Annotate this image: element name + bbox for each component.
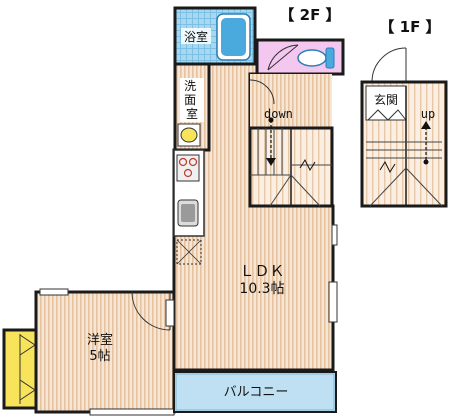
toilet-bowl <box>297 49 327 67</box>
stair-down-label: down <box>264 107 293 121</box>
floor-label-2f: 【 2F 】 <box>279 6 340 24</box>
toilet-room <box>255 38 345 76</box>
stove-icon <box>176 154 200 182</box>
stair-up-label: up <box>421 107 435 121</box>
bathtub-water <box>221 18 246 56</box>
washroom-char-3: 室 <box>186 106 198 121</box>
washroom: 洗 面 室 <box>173 62 240 152</box>
balcony-label: バルコニー <box>224 385 289 400</box>
fridge-space <box>176 239 202 265</box>
washroom-char-2: 面 <box>184 93 196 107</box>
western-room: 洋室 5帖 <box>34 288 176 416</box>
stair-down-area: down <box>248 74 334 208</box>
floor-label-1f: 【 1F 】 <box>379 18 440 36</box>
bath-label: 浴室 <box>184 29 208 44</box>
western-room-label: 洋室 <box>87 332 113 348</box>
ldk-size-label: 10.3帖 <box>239 281 284 297</box>
western-room-size-label: 5帖 <box>89 349 110 364</box>
bathroom: 浴室 <box>173 6 257 66</box>
washroom-char-1: 洗 <box>184 79 196 93</box>
entrance-label: 玄関 <box>374 92 398 107</box>
toilet-tank <box>325 47 335 69</box>
closet <box>2 328 38 410</box>
first-floor: 玄関 up <box>360 47 448 208</box>
washroom-label: 洗 面 室 <box>184 79 200 121</box>
balcony: バルコニー <box>173 371 337 413</box>
ldk-label: ＬＤＫ <box>239 262 284 280</box>
